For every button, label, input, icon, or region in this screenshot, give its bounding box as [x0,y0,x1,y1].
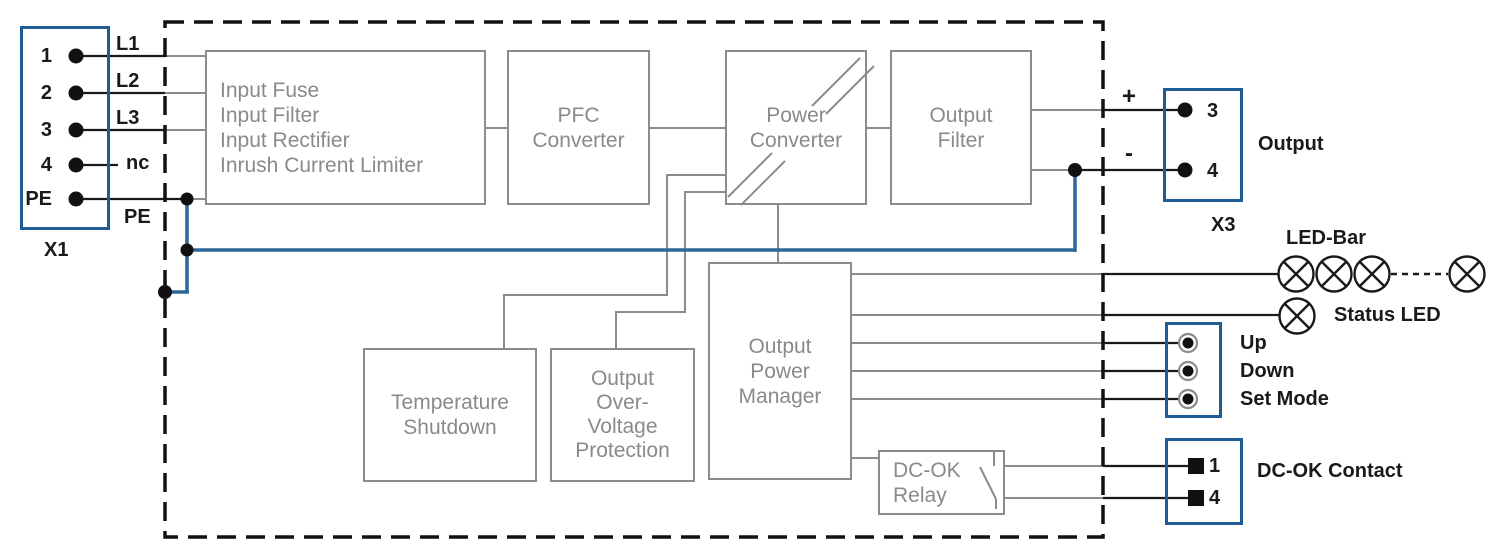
x1-terminal-1-dot [68,48,84,64]
led-bar-label: LED-Bar [1286,227,1367,249]
down-button-label: Down [1240,360,1295,382]
x1-terminal-2-dot [68,85,84,101]
block-line: Converter [532,128,625,152]
wire-label-l3: L3 [116,107,140,129]
block-line: Converter [749,128,843,152]
wire-label-nc: nc [126,152,150,174]
contact-terminal-1-label: 1 [1209,455,1221,477]
block-line: Protection [575,439,670,462]
led-bar-lamp-icon [1277,255,1315,293]
pe-junction-dot [180,192,194,206]
block-line: Output [590,367,655,390]
dc-ok-contact-label: DC-OK Contact [1257,460,1403,482]
wire-label-l1: L1 [116,33,140,55]
set-mode-button [1182,393,1194,405]
block-line: Input Fuse [220,78,320,102]
block-line: Power [750,359,810,383]
output-power-manager-block: Output Power Manager [708,262,852,480]
wire-label-l2: L2 [116,70,140,92]
wire-to-ovp [615,191,726,349]
buttons-connector-box [1165,322,1222,418]
block-line: Over- [596,391,649,414]
temperature-shutdown-block: Temperature Shutdown [363,348,537,482]
block-line: PFC [557,103,600,127]
input-stage-block: Input Fuse Input Filter Input Rectifier … [205,50,486,205]
contact-terminal-1-square [1188,458,1204,474]
x3-terminal-4-dot [1177,162,1193,178]
block-line: Manager [738,384,822,408]
isolation-mark [811,57,861,107]
x1-terminal-pe-dot [68,191,84,207]
x1-terminal-label: PE [25,188,52,210]
push-buttons [1177,332,1199,410]
x1-connector-label: X1 [44,239,69,261]
status-led-label: Status LED [1334,304,1441,326]
output-label: Output [1258,133,1324,155]
x3-terminal-3-label: 3 [1207,100,1219,122]
block-line: Voltage [587,415,658,438]
x1-terminal-label: 3 [40,119,52,141]
ovp-block: Output Over- Voltage Protection [550,348,695,482]
isolation-mark [727,152,773,198]
down-button [1182,365,1194,377]
power-converter-block: Power Converter [725,50,867,205]
up-button [1182,337,1194,349]
enclosure-dashed-border [163,20,1105,539]
wire-label-pe: PE [124,206,151,228]
block-line: Input Filter [220,103,320,127]
wire-to-temperature-shutdown [503,174,726,349]
block-line: Input Rectifier [220,128,350,152]
set-mode-button-label: Set Mode [1240,388,1329,410]
block-line: Inrush Current Limiter [220,153,424,177]
x1-connector-box [20,26,110,230]
x1-terminal-label: 4 [40,154,52,176]
plus-polarity-label: + [1122,83,1137,110]
pe-junction-dot [180,243,194,257]
minus-pe-junction-dot [1068,163,1082,177]
led-bar-lamp-icon [1315,255,1353,293]
dc-ok-contact-box [1165,438,1243,525]
terminal-dots [68,48,1193,299]
output-filter-block: Output Filter [890,50,1032,205]
x3-terminal-3-dot [1177,102,1193,118]
minus-polarity-label: - [1125,140,1133,167]
pe-chassis-dot [158,285,172,299]
contact-terminal-4-square [1188,490,1204,506]
x1-terminal-label: 2 [40,82,52,104]
block-line: DC-OK [893,458,961,482]
x3-connector-label: X3 [1211,214,1236,236]
block-line: Shutdown [403,416,497,439]
block-line: Output [929,103,993,127]
relay-switch-icon [979,452,997,509]
led-bar-lamp-icon [1353,255,1391,293]
block-line: Power [766,103,826,127]
contact-terminals [1188,458,1204,506]
isolation-mark [740,160,786,206]
x1-terminal-label: 1 [40,45,52,67]
status-led-lamp-icon [1278,297,1316,335]
pfc-converter-block: PFC Converter [507,50,650,205]
block-line: Output [748,334,812,358]
block-line: Temperature [391,391,509,414]
block-line: Filter [937,128,985,152]
led-bar-lamp-icon [1448,255,1486,293]
contact-terminal-4-label: 4 [1209,487,1221,509]
internal-wires [165,55,1103,499]
x1-terminal-3-dot [68,122,84,138]
x3-terminal-4-label: 4 [1207,160,1219,182]
x1-terminal-4-dot [68,157,84,173]
up-button-label: Up [1240,332,1267,354]
led-symbols [1277,255,1486,335]
x3-connector-box [1163,88,1243,202]
block-line: Relay [893,483,947,507]
dc-ok-relay-block: DC-OK Relay [878,450,1005,515]
